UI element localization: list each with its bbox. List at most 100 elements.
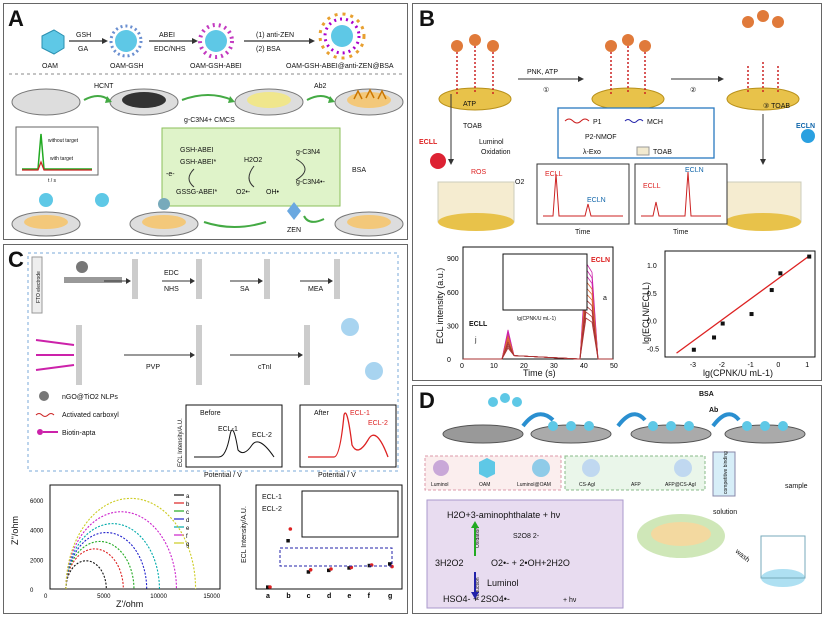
flow-label-oam-gsh: OAM-GSH [110,63,143,70]
bar-xtick: a [266,593,270,600]
arrow-label-gsh: GSH [76,32,91,39]
bar-point-ecl-1 [266,585,270,589]
calib-point [807,254,812,259]
electrode-row-1 [11,88,404,116]
b-curve-ann-left: ECLL [469,321,488,328]
eis-curve [65,511,177,590]
c-eis-ylabel: Z''/ohm [10,516,20,545]
mech-gcn-rad: g-C3N4•- [296,179,326,186]
eis-legend-label: d [186,518,189,524]
label-ab2: Ab2 [314,83,327,90]
c-after-title: After [314,410,329,417]
bar-point-ecl-2 [308,568,313,572]
curve-ytick: 300 [447,323,459,330]
c-after-p1: ECL-1 [350,410,370,417]
arrow-label-ga: GA [78,46,88,53]
panel-c-label: C [8,247,24,272]
bar-point-ecl-2 [288,527,293,531]
ecl-curve [463,317,613,360]
eis-legend-label: c [186,510,189,516]
b-curve-j: j [474,337,477,344]
b-mini-ecl-l: ECLL [545,171,563,178]
b-ecl-l-left: ECLL [419,139,438,146]
curve-ytick: 900 [447,256,459,263]
b-legend-box [557,107,715,159]
c-step-row-2 [35,318,383,385]
mech-gssg: GSSG-ABEI* [176,189,218,196]
curve-ytick: 600 [447,290,459,297]
mech-oh: OH• [266,189,280,196]
label-gcn-cmcs: g-C3N4+ CMCS [184,117,235,124]
calib-point [778,271,783,276]
b-mini2-ecl-n: ECLN [685,167,704,174]
calib-ytick: 0.0 [647,319,657,326]
d-competitive: competitive binding [723,451,729,494]
c-fto-electrode [31,256,43,314]
b-step-pnk-atp: PNK, ATP [527,69,558,76]
b-oxidation-left: Oxidation [481,149,511,156]
b-electrodes-top [438,10,800,111]
calib-ytick: 0.5 [647,291,657,298]
c-label-nhs: NHS [164,286,179,293]
eis-xtick: 5000 [97,594,111,600]
d-label-afp-cs-agi: AFP@CS-AgI [665,482,696,488]
b-ros-left: ROS [471,169,487,176]
bar-xtick: c [307,593,311,600]
d-label-wash: wash [733,548,751,565]
mech-gsh-abei: GSH-ABEI [180,147,214,154]
eis-legend-label: a [186,494,190,500]
calib-xtick: 0 [776,362,780,369]
curve-xtick: 0 [460,363,464,370]
bar-point-ecl-1 [347,566,351,570]
panel-d-diagram: Ab BSA Luminol OAM Luminol@OAM CS-AgI AF… [424,391,808,609]
d-competitive-box [712,451,736,497]
eis-curve [65,560,107,590]
b-legend-mch: MCH [647,119,663,126]
d-react-reduction: Reduction [475,577,481,600]
d-label-afp: AFP [631,482,641,488]
c-bar-legend-2: ECL-2 [262,506,282,513]
mini-ecl-plot [15,126,99,176]
b-legend-exo: λ-Exo [583,149,601,156]
panel-d: D Ab BSA Luminol OAM Luminol@OAM CS-AgI … [412,385,822,614]
label-zen: ZEN [287,227,301,234]
calib-xtick: -2 [719,362,725,369]
d-label-oam: OAM [479,482,490,488]
d-label-ab: Ab [709,407,718,414]
bar-point-ecl-2 [268,585,272,589]
eis-xtick: 10000 [150,594,167,600]
b-electrodes-mid [430,129,815,231]
c-bar-plot: abcdefgcdef [255,484,403,600]
b-legend-p1: P1 [593,119,602,126]
b-step-atp: ATP [463,101,476,108]
mech-gcn: g-C3N4 [296,149,320,156]
eis-legend-label: e [186,526,190,532]
oam-gsh-particle [109,24,143,58]
c-before-xlabel: Potential / V [204,472,242,479]
d-electrodes [442,393,806,444]
d-label-cs-agi: CS-AgI [579,482,595,488]
panel-b-diagram: PNK, ATP ① ② ATP TOAB ③ TOAB P1 MCH P2-N… [419,10,816,378]
label-bsa: BSA [352,167,366,174]
bar-point-ecl-1 [286,539,290,543]
c-cv-after-plot [299,404,397,468]
d-solution-electrode [637,514,806,587]
c-before-ylabel: ECL Intensity/A.U. [178,418,184,467]
calib-xtick: -1 [748,362,754,369]
d-react-h2o2: 3H2O2 [435,558,464,568]
bar-point-ecl-1 [327,568,331,573]
calib-xtick: -3 [690,362,696,369]
panel-a-diagram: GSH GA ABEI EDC/NHS (1) anti-ZEN (2) BSA… [9,12,404,237]
b-curve-a: a [603,295,607,302]
bar-point-ecl-1 [388,562,392,566]
d-react-hso4: HSO4- + 2SO4•- [443,594,510,604]
b-o2-left: O2 [515,179,524,186]
d-react-o2: O2•- + 2•OH+2H2O [491,558,570,568]
panel-c-diagram: FTO electrode EDC NHS SA MEA PVP cTnI n [10,252,403,609]
b-curve-ylabel: ECL intensity (a.u.) [435,268,445,344]
c-cv-before-plot [185,404,283,468]
calib-point [769,288,774,293]
d-prep-row [424,455,706,491]
calib-ytick: -0.5 [647,347,659,354]
